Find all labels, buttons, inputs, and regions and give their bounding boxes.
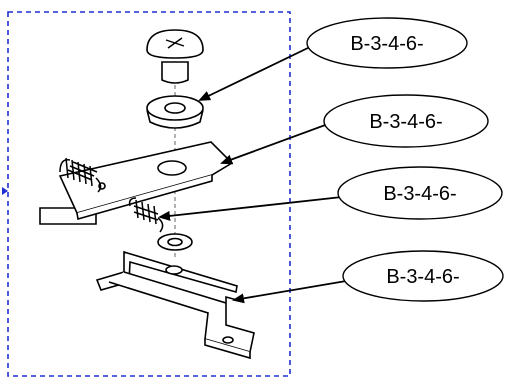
spring-center-part bbox=[128, 197, 164, 233]
border-arrow-icon bbox=[2, 187, 8, 195]
callout-screw: B-3-4-6- bbox=[198, 17, 468, 101]
latch-plate-part bbox=[39, 141, 234, 225]
callout-label: B-3-4-6- bbox=[369, 111, 442, 133]
dashed-border bbox=[7, 11, 291, 377]
bracket-part bbox=[95, 250, 255, 360]
callout-label: B-3-4-6- bbox=[386, 266, 459, 288]
washer-part bbox=[157, 233, 193, 251]
callout-label: B-3-4-6- bbox=[350, 33, 423, 55]
screw-part bbox=[146, 29, 204, 84]
bushing-part bbox=[146, 95, 204, 129]
callout-label: B-3-4-6- bbox=[383, 183, 456, 205]
callout-latch-plate: B-3-4-6- bbox=[158, 166, 503, 221]
spring-left-part bbox=[59, 157, 102, 193]
callout-bushing: B-3-4-6- bbox=[220, 94, 489, 165]
callout-bracket: B-3-4-6- bbox=[232, 250, 504, 304]
